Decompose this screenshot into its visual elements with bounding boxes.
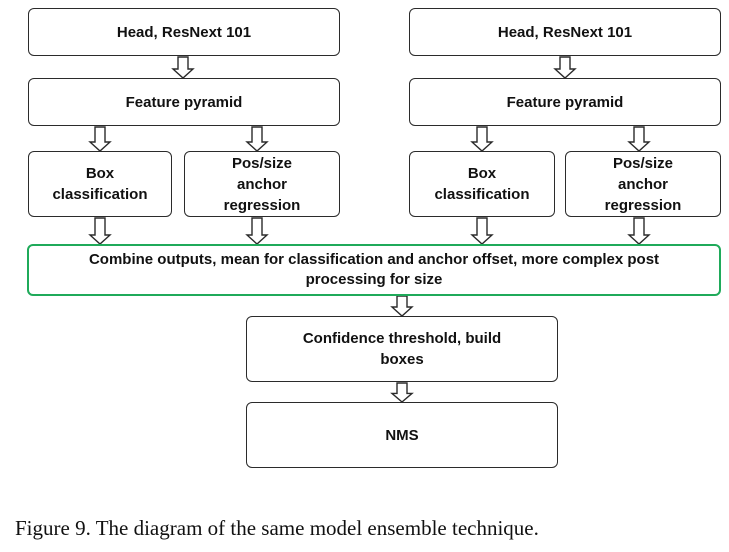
arrow-right-boxclass-to-combine <box>470 217 494 245</box>
arrow-left-head-to-pyramid <box>171 56 195 79</box>
confidence-threshold-box: Confidence threshold, build boxes <box>246 316 558 382</box>
left-feature-pyramid-box: Feature pyramid <box>28 78 340 126</box>
right-head-label: Head, ResNext 101 <box>497 23 633 41</box>
left-feature-pyramid-label: Feature pyramid <box>125 93 243 111</box>
right-box-classification-box: Box classification <box>409 151 555 217</box>
arrow-left-possize-to-combine <box>245 217 269 245</box>
arrow-right-pyramid-to-boxclass <box>470 126 494 152</box>
right-pos-size-box: Pos/size anchor regression <box>565 151 721 217</box>
left-pos-size-box: Pos/size anchor regression <box>184 151 340 217</box>
left-head-box: Head, ResNext 101 <box>28 8 340 56</box>
arrow-left-pyramid-to-boxclass <box>88 126 112 152</box>
arrow-right-possize-to-combine <box>627 217 651 245</box>
right-pos-size-label: Pos/size anchor regression <box>604 154 682 214</box>
right-box-classification-label: Box classification <box>434 165 530 203</box>
nms-label: NMS <box>385 426 419 444</box>
arrow-combine-to-confidence <box>390 295 414 317</box>
right-head-box: Head, ResNext 101 <box>409 8 721 56</box>
right-feature-pyramid-box: Feature pyramid <box>409 78 721 126</box>
left-box-classification-label: Box classification <box>52 165 148 203</box>
figure-caption: Figure 9. The diagram of the same model … <box>15 516 539 540</box>
left-box-classification-box: Box classification <box>28 151 172 217</box>
left-pos-size-label: Pos/size anchor regression <box>223 154 301 214</box>
right-feature-pyramid-label: Feature pyramid <box>506 93 624 111</box>
nms-box: NMS <box>246 402 558 468</box>
combine-outputs-box: Combine outputs, mean for classification… <box>27 244 721 296</box>
combine-outputs-label: Combine outputs, mean for classification… <box>88 251 660 288</box>
arrow-right-pyramid-to-possize <box>627 126 651 152</box>
confidence-threshold-label: Confidence threshold, build boxes <box>302 330 502 368</box>
arrow-confidence-to-nms <box>390 382 414 403</box>
left-head-label: Head, ResNext 101 <box>116 23 252 41</box>
arrow-left-boxclass-to-combine <box>88 217 112 245</box>
arrow-right-head-to-pyramid <box>553 56 577 79</box>
arrow-left-pyramid-to-possize <box>245 126 269 152</box>
